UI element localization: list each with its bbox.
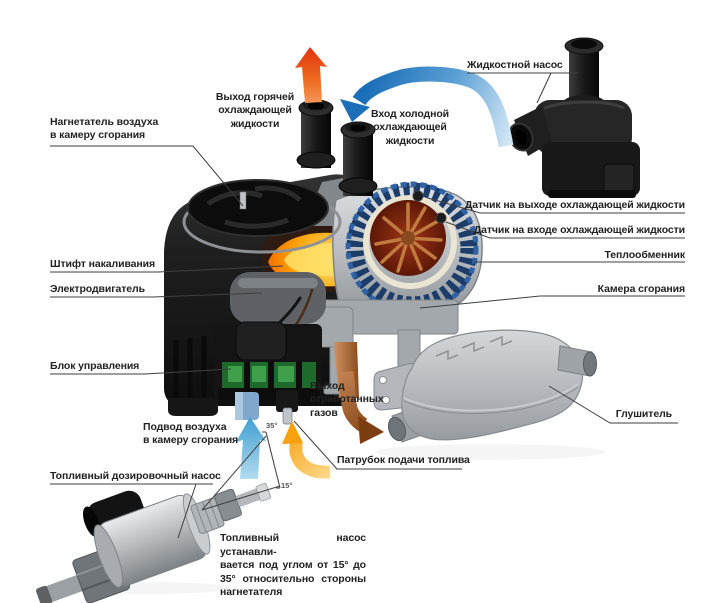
- fan-blades: [206, 185, 302, 229]
- fuel-pump-outlet-pipe: [235, 488, 262, 507]
- leader-muffler: [548, 385, 678, 424]
- muffler-body: [401, 329, 584, 441]
- leader-fuel-pump-2: [177, 483, 197, 539]
- muffler-shadow: [375, 444, 605, 460]
- muffler-outlet-pipe: [557, 345, 597, 377]
- angle-chord: [265, 431, 281, 489]
- leader-sensor-out: [427, 197, 685, 214]
- pump-body: [534, 100, 632, 154]
- leader-lines: [50, 72, 685, 539]
- note-line: нагнетателя: [220, 586, 283, 599]
- fan-pin: [239, 191, 247, 210]
- angle-lines: [201, 431, 281, 511]
- label-fuel-metering-pump: Топливный дозировочный насос: [50, 470, 221, 482]
- heater-unit-illustration: [164, 99, 483, 425]
- angle-ray-15: [201, 485, 281, 511]
- label-air-supply: Подвод воздуха в камеру сгорания: [143, 421, 239, 447]
- muffler-seam-shadow: [403, 386, 579, 415]
- leader-glow-pin: [50, 265, 284, 273]
- fuel-pump-illustration: [36, 483, 272, 603]
- label-cold-coolant-inlet: Вход холодной охлаждающей жидкости: [371, 108, 449, 147]
- control-unit-base: [218, 388, 320, 400]
- muffler-illustration: [373, 329, 605, 460]
- note-line: вается под углом от 15° до: [220, 559, 366, 572]
- label-exhaust-outlet: Выход отработанных газов: [310, 380, 384, 419]
- coolant-inlet-sensor: [435, 212, 447, 224]
- evaporator-hub: [401, 231, 415, 245]
- leader-control-unit: [50, 368, 232, 375]
- note-line: Топливный насос устанавли-: [220, 532, 366, 558]
- air-supply-arrow: [236, 417, 266, 479]
- chamber-inner-wall: [363, 195, 457, 289]
- fuel-pump-outlet-tip: [255, 483, 272, 502]
- leader-fuel-pipe: [293, 420, 462, 470]
- label-liquid-pump: Жидкостной насос: [467, 59, 563, 71]
- leader-sensor-in: [445, 221, 685, 239]
- fuel-pump-left-pipe: [40, 574, 86, 603]
- leader-liquid-pump-2: [536, 72, 552, 104]
- cold-coolant-arrow: [340, 66, 514, 148]
- fuel-pump-fitting: [190, 488, 242, 534]
- air-intake-stub: [235, 392, 259, 420]
- exhaust-gas-arrow: [338, 370, 384, 444]
- label-glow-pin: Штифт накаливания: [50, 258, 156, 270]
- pump-connector: [603, 163, 635, 193]
- label-hot-coolant-outlet: Выход горячей охлаждающей жидкости: [215, 91, 295, 130]
- label-motor: Электродвигатель: [50, 283, 145, 295]
- label-combustion-chamber: Камера сгорания: [597, 283, 685, 295]
- leader-combustion-chamber: [419, 295, 685, 309]
- liquid-pump-illustration: [508, 37, 640, 198]
- label-sensor-outlet: Датчик на выходе охлаждающей жидкости: [464, 199, 685, 211]
- label-heat-exchanger: Теплообменник: [604, 249, 686, 261]
- label-angle-35: 35°: [266, 421, 278, 430]
- pcb-board: [222, 362, 316, 388]
- coolant-inlet-port: [338, 121, 378, 196]
- leader-motor: [50, 292, 263, 298]
- muffler-ribs: [435, 335, 513, 361]
- note-line: 35° относительно стороны: [220, 572, 366, 585]
- control-unit-connector: [235, 321, 287, 361]
- label-sensor-inlet: Датчик на входе охлаждающей жидкости: [473, 224, 685, 236]
- label-blower: Нагнетатель воздуха в камеру сгорания: [50, 116, 159, 142]
- muffler-seam: [403, 383, 579, 412]
- hot-coolant-arrow: [295, 47, 327, 103]
- installation-note: Топливный насос устанавли- вается под уг…: [220, 532, 366, 600]
- label-control-unit: Блок управления: [50, 360, 140, 372]
- label-angle-15: 15°: [281, 481, 293, 490]
- housing-foot: [168, 398, 218, 416]
- label-fuel-pipe: Патрубок подачи топлива: [337, 454, 470, 466]
- coolant-outlet-sensor: [412, 190, 424, 202]
- fuel-inlet-stub: [276, 390, 298, 425]
- angle-ray-35: [201, 435, 267, 511]
- label-muffler: Глушитель: [615, 408, 672, 420]
- motor-highlight: [238, 278, 318, 288]
- fuel-supply-arrow: [282, 421, 331, 479]
- leader-blower: [50, 145, 244, 207]
